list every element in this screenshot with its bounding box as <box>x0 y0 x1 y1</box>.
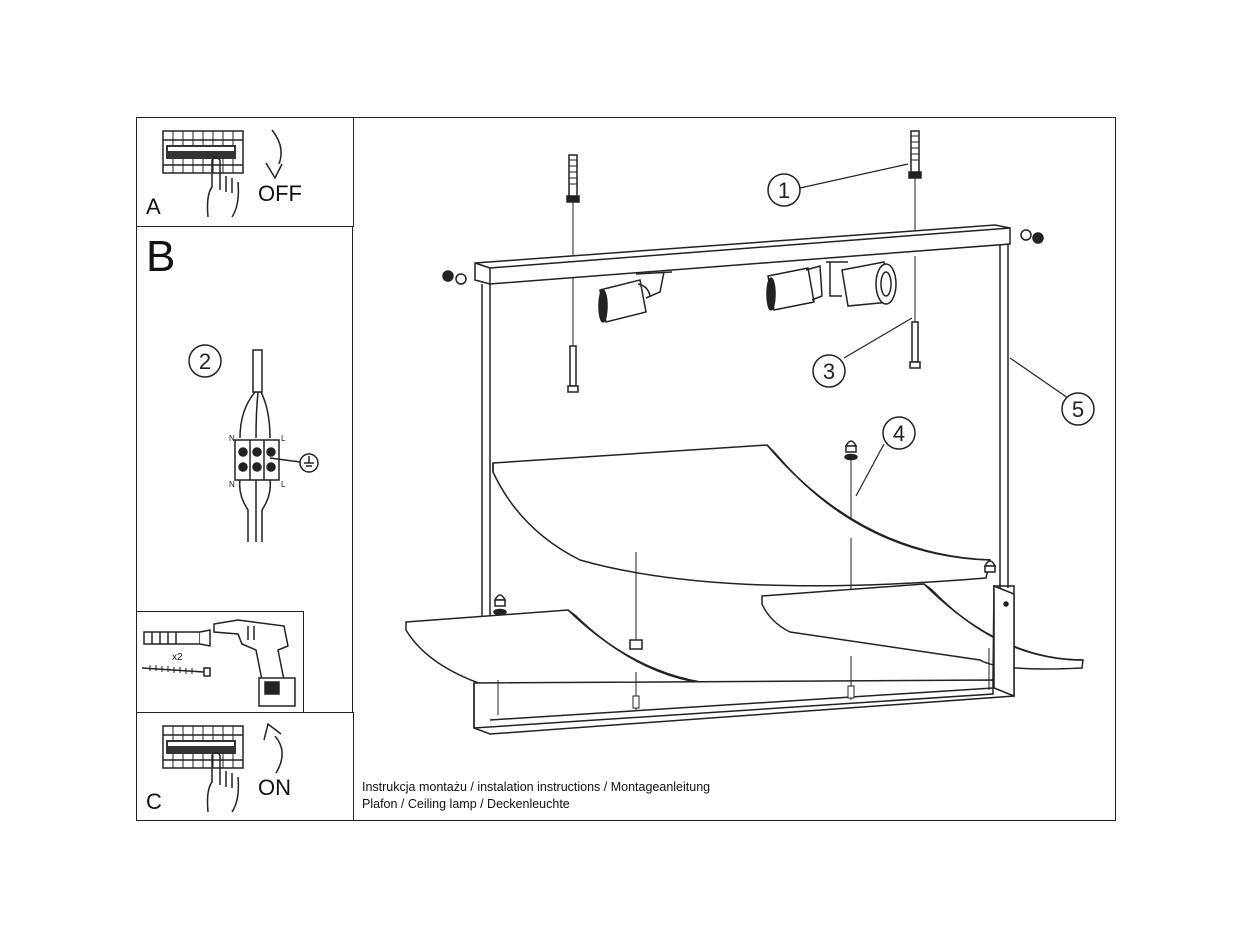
callout-5: 5 <box>1061 392 1095 426</box>
glass-shade-right <box>761 583 1084 670</box>
svg-text:2: 2 <box>199 349 211 374</box>
step-c-label: C <box>146 789 162 814</box>
step-b-divider <box>352 227 353 712</box>
arrow-up-icon <box>263 722 283 774</box>
step-b-label: B <box>146 232 176 281</box>
terminal-block-icon <box>234 439 280 481</box>
glass-shade-top <box>492 444 991 587</box>
hand-icon-c <box>206 751 240 813</box>
step-c-panel <box>136 712 354 821</box>
terminal-l-top: L <box>281 434 286 443</box>
step-a-label: A <box>146 194 161 219</box>
quantity-label: x2 <box>172 652 183 663</box>
caption-line-1: Instrukcja montażu / instalation instruc… <box>362 780 711 794</box>
off-label: OFF <box>258 181 302 206</box>
cable-icon <box>239 349 271 439</box>
wires-icon <box>238 479 272 542</box>
circuit-breaker-icon-c <box>162 725 244 769</box>
bottom-screws <box>497 648 990 715</box>
leader-lines <box>799 163 1069 497</box>
ceiling-bar <box>474 224 1011 285</box>
spotlight-1-icon <box>598 271 673 323</box>
on-label: ON <box>258 775 291 800</box>
terminal-n-bottom: N <box>229 480 235 489</box>
end-screw-right-icon <box>1020 229 1044 244</box>
mounting-plate-right <box>993 584 1015 698</box>
svg-text:1: 1 <box>778 178 790 203</box>
side-rod-right <box>999 244 1009 588</box>
svg-text:4: 4 <box>893 421 905 446</box>
spotlight-3-icon <box>826 261 897 307</box>
callout-1: 1 <box>767 173 801 207</box>
terminal-l-bottom: L <box>281 480 286 489</box>
end-screw-left-icon <box>442 270 467 285</box>
cap-nut-left <box>493 594 507 616</box>
screw-icon <box>141 665 211 677</box>
svg-text:3: 3 <box>823 359 835 384</box>
terminal-n-top: N <box>229 434 235 443</box>
drill-icon <box>213 619 296 707</box>
hand-icon-a <box>206 156 240 218</box>
screw-left-upper <box>567 278 579 393</box>
callout-4: 4 <box>882 416 916 450</box>
spacer-icon <box>629 639 643 650</box>
cap-nut-top <box>844 440 858 461</box>
mounting-screw-2-icon <box>908 130 922 232</box>
caption-line-2: Plafon / Ceiling lamp / Deckenleuchte <box>362 797 570 811</box>
arrow-down-icon <box>265 129 283 180</box>
circuit-breaker-icon-a <box>162 130 244 174</box>
diagram-frame <box>136 117 1116 821</box>
callout-3: 3 <box>812 354 846 388</box>
svg-text:5: 5 <box>1072 397 1084 422</box>
screw-3-upper <box>909 256 921 369</box>
mounting-screw-1-icon <box>566 154 580 255</box>
spotlight-2-icon <box>766 265 823 311</box>
wall-plug-icon <box>143 629 211 647</box>
callout-2: 2 <box>188 344 222 378</box>
earth-symbol-icon <box>269 453 319 473</box>
cap-nut-right <box>983 560 997 573</box>
